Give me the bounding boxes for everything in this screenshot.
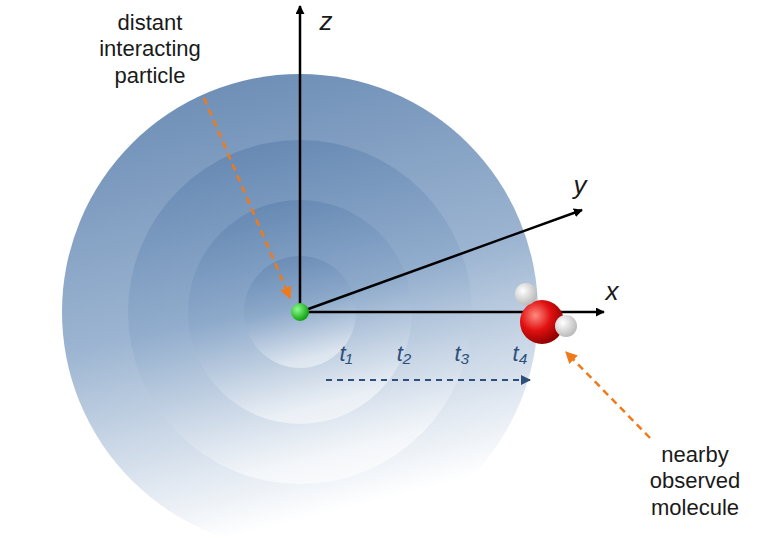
leader-arrow (566, 352, 650, 438)
water-molecule (515, 283, 577, 344)
time-label: t₂ (397, 341, 412, 367)
callout-label: nearby observed molecule (625, 442, 765, 521)
time-label: t₃ (455, 341, 470, 367)
time-label: t₁ (339, 341, 352, 367)
axis-label: y (574, 170, 587, 201)
axis-label: z (320, 6, 333, 37)
leader-arrow (204, 98, 290, 298)
axes (300, 6, 604, 312)
callout-label: distant interacting particle (75, 10, 225, 89)
time-arrow (326, 379, 530, 381)
particle-dot (291, 303, 309, 321)
axis-label: x (606, 276, 619, 307)
time-label: t₄ (513, 341, 528, 367)
